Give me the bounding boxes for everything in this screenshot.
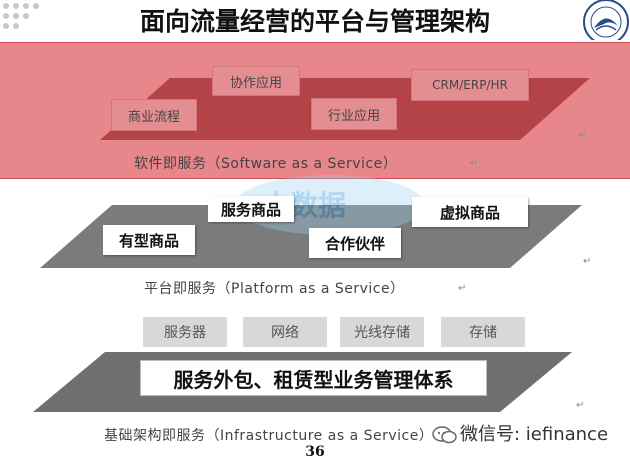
page-number: 36 [305, 444, 325, 460]
corner-dots-decoration [3, 3, 39, 29]
saas-item-industry: 行业应用 [311, 98, 397, 130]
saas-item-collab: 协作应用 [212, 66, 300, 96]
saas-item-crm: CRM/ERP/HR [411, 69, 529, 101]
paas-item-partners: 合作伙伴 [309, 228, 401, 258]
return-mark: ↵ [470, 158, 479, 169]
paas-item-physical-goods: 有型商品 [103, 225, 195, 255]
university-logo [583, 0, 629, 40]
wechat-id: 微信号: iefinance [460, 424, 609, 445]
paas-item-service-goods: 服务商品 [208, 196, 294, 222]
iaas-banner: 服务外包、租赁型业务管理体系 [140, 360, 487, 396]
return-mark: ↵ [583, 256, 592, 267]
iaas-item-storage: 存储 [441, 317, 525, 347]
iaas-item-network: 网络 [243, 317, 327, 347]
wechat-watermark: 微信号: iefinance [432, 420, 608, 446]
return-mark: ↵ [458, 283, 467, 294]
saas-caption: 软件即服务（Software as a Service） [134, 156, 398, 172]
wechat-icon [432, 426, 457, 444]
paas-item-virtual-goods: 虚拟商品 [412, 197, 528, 227]
page-title: 面向流量经营的平台与管理架构 [139, 7, 490, 36]
iaas-caption: 基础架构即服务（Infrastructure as a Service） [104, 428, 434, 444]
saas-item-business: 商业流程 [111, 99, 197, 131]
return-mark: ↵ [576, 400, 585, 411]
iaas-item-server: 服务器 [143, 317, 227, 347]
return-mark: ↵ [578, 130, 587, 141]
iaas-item-optical-storage: 光线存储 [340, 317, 424, 347]
paas-caption: 平台即服务（Platform as a Service） [144, 281, 405, 297]
